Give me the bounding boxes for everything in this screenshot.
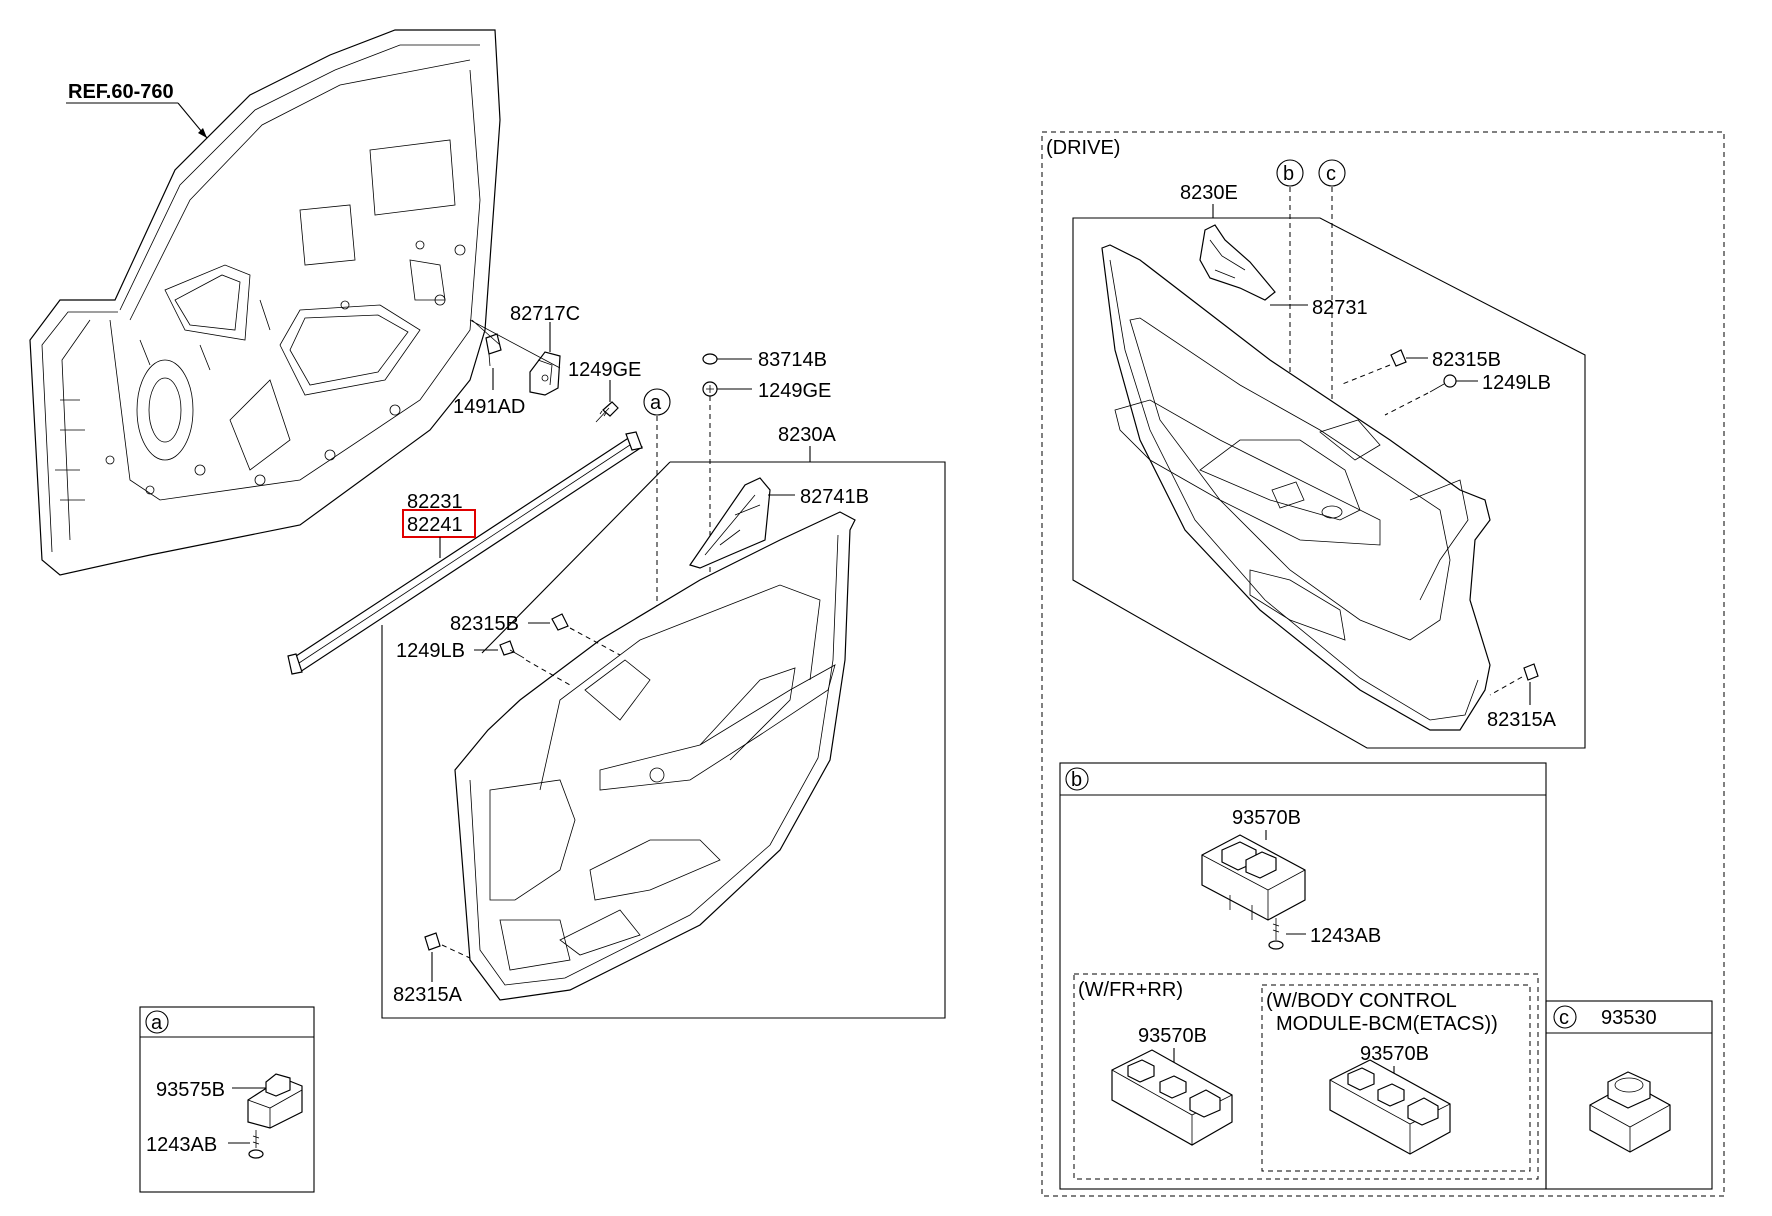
label-82231: 82231 <box>407 491 463 513</box>
label-93575b: 93575B <box>156 1079 225 1101</box>
screw-1249lb-left <box>499 640 525 659</box>
label-1243ab-a: 1243AB <box>146 1134 217 1156</box>
label-93570b-b: 93570B <box>1232 807 1301 829</box>
bracket-82717c <box>529 351 561 396</box>
door-trim-panel-left <box>454 511 856 1001</box>
label-1491ad: 1491AD <box>453 396 525 418</box>
clip-82315b-left <box>551 613 569 631</box>
label-82315b-l: 82315B <box>450 613 519 635</box>
label-93570b-bcm: 93570B <box>1360 1043 1429 1065</box>
switch-93570b-fr <box>1111 1049 1233 1146</box>
screw-1243ab-b <box>1268 918 1284 950</box>
dash-82315b-r <box>1339 364 1391 386</box>
box-c <box>1545 1000 1713 1190</box>
callout-c-box-letter: c <box>1559 1007 1569 1029</box>
callout-b-box <box>1065 767 1089 791</box>
label-93530: 93530 <box>1601 1007 1657 1029</box>
box-8230e <box>1072 217 1586 749</box>
label-82717c: 82717C <box>510 303 580 325</box>
switch-bracket-82741b <box>689 477 771 569</box>
label-bcm-line1: (W/BODY CONTROL <box>1266 990 1457 1012</box>
callout-b-box-letter: b <box>1071 769 1082 791</box>
label-1249lb-r: 1249LB <box>1482 372 1551 394</box>
dash-82315a-r <box>1489 676 1523 696</box>
box-wfrrr <box>1073 973 1539 1180</box>
label-1249ge-a: 1249GE <box>568 359 641 381</box>
label-1249ge-b: 1249GE <box>758 380 831 402</box>
leader-door-lines <box>469 319 561 369</box>
label-83714b: 83714B <box>758 349 827 371</box>
label-8230e: 8230E <box>1180 182 1238 204</box>
label-wfrrr: (W/FR+RR) <box>1078 979 1183 1001</box>
callout-b-top-letter: b <box>1283 163 1294 185</box>
screw-1249ge-a <box>595 401 619 423</box>
callout-c-top-letter: c <box>1326 163 1336 185</box>
callout-c-box <box>1553 1005 1577 1029</box>
label-82315a-r: 82315A <box>1487 709 1557 731</box>
cap-83714b <box>702 353 718 365</box>
switch-93530 <box>1589 1071 1671 1153</box>
door-trim-panel-right <box>1101 244 1491 731</box>
screw-1243ab-a <box>248 1130 264 1159</box>
weatherstrip-82241 <box>287 431 644 675</box>
dash-82315a-l <box>441 944 471 959</box>
label-82315b-r: 82315B <box>1432 349 1501 371</box>
callout-a-box-letter: a <box>151 1012 163 1034</box>
label-8230a: 8230A <box>778 424 836 446</box>
dash-1249lb-r <box>1384 392 1429 416</box>
box-b <box>1059 762 1547 1190</box>
ref-label: REF.60-760 <box>68 81 174 103</box>
switch-bracket-82731 <box>1199 224 1276 301</box>
label-82741b: 82741B <box>800 486 869 508</box>
screw-1249lb-right <box>1429 374 1457 393</box>
clip-1491ad <box>485 333 502 367</box>
box-8230a-diag <box>481 461 671 654</box>
callout-a-top <box>643 388 671 416</box>
label-93570b-fr: 93570B <box>1138 1025 1207 1047</box>
callout-b-top <box>1276 159 1304 187</box>
label-82731: 82731 <box>1312 297 1368 319</box>
label-82315a-l: 82315A <box>393 984 463 1006</box>
label-1243ab-b: 1243AB <box>1310 925 1381 947</box>
box-8230a <box>381 461 946 1019</box>
switch-93575b <box>247 1073 303 1129</box>
screw-1249ge-b <box>702 381 718 397</box>
highlight-82241 <box>402 509 476 538</box>
box-bcm <box>1261 984 1531 1172</box>
switch-93570b-bcm <box>1329 1059 1451 1155</box>
box-a <box>139 1006 315 1193</box>
callout-c-top <box>1318 159 1346 187</box>
clip-82315a-left <box>424 932 441 951</box>
label-1249lb-l: 1249LB <box>396 640 465 662</box>
switch-93570b-b <box>1201 834 1306 921</box>
door-inner-panel <box>29 29 501 576</box>
drive-group-label: (DRIVE) <box>1046 137 1120 159</box>
clip-82315a-right <box>1523 663 1539 681</box>
label-82241: 82241 <box>407 514 463 536</box>
dash-82315b-l <box>569 627 621 656</box>
callout-a-top-letter: a <box>650 392 662 414</box>
label-bcm-line2: MODULE-BCM(ETACS)) <box>1276 1013 1498 1035</box>
ref-arrowhead <box>198 128 207 138</box>
callout-a-box <box>145 1010 169 1034</box>
clip-82315b-right <box>1390 349 1407 367</box>
